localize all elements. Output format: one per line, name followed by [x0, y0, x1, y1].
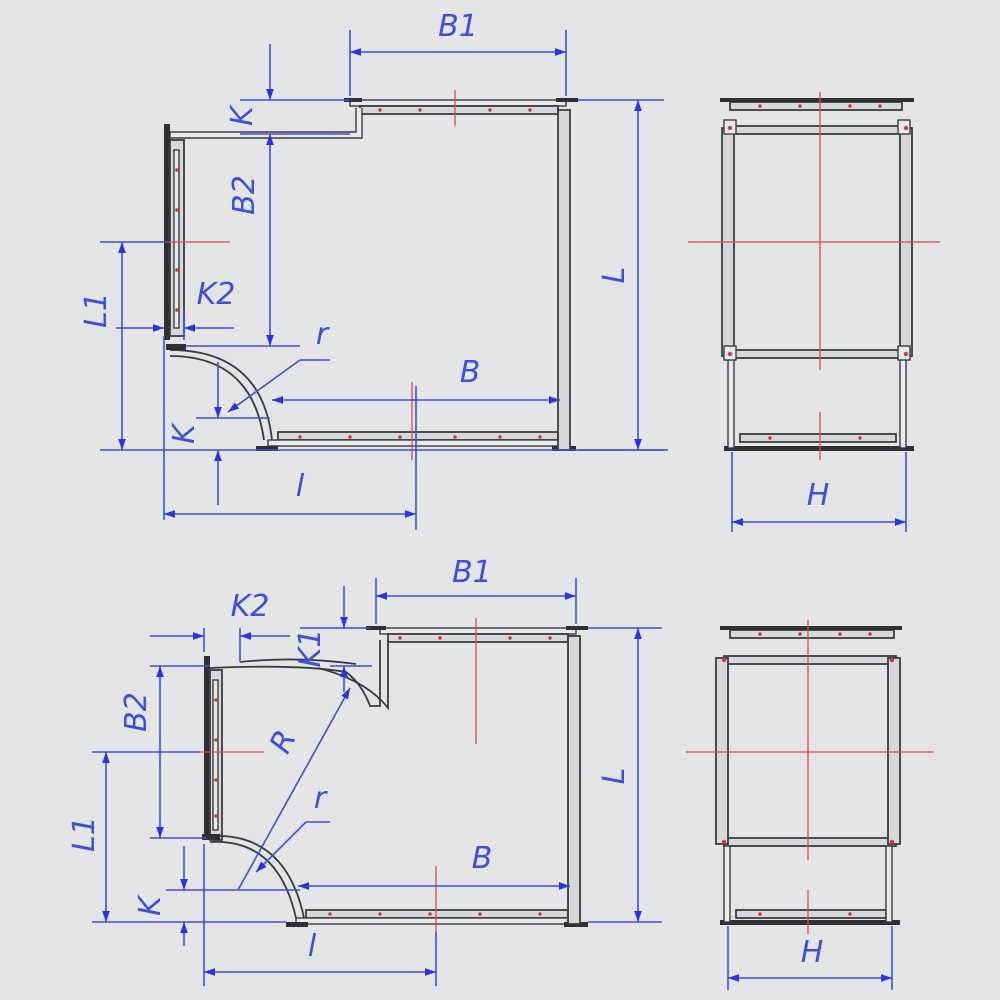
inner-bend-lower — [209, 835, 305, 919]
bottom-dimensions: B1 L K1 K2 B2 L1 R r B K l — [67, 555, 662, 986]
bottom-panel-b-lower — [286, 909, 588, 927]
label-l-lower-top: l — [296, 469, 305, 504]
bolt-dots-bottom — [214, 636, 552, 916]
right-side-l-lower — [567, 635, 581, 925]
top-front-dimensions: H — [731, 452, 907, 532]
top-dimensions: B1 L K B2 L1 K2 r B K l — [79, 9, 668, 530]
bottom-front-view — [686, 620, 934, 934]
left-panel-b2-lower — [204, 656, 223, 841]
label-l1-top: L1 — [79, 292, 114, 328]
label-b-bottom: B — [472, 841, 493, 876]
label-k2-top: K2 — [197, 277, 236, 312]
label-r-small-bottom: r — [314, 781, 328, 816]
left-panel-b2 — [164, 124, 185, 340]
label-k-top-lower: K — [167, 422, 202, 444]
label-b1-top: B1 — [438, 9, 478, 44]
label-k1-bottom: K1 — [293, 629, 328, 668]
label-h-bottom: H — [801, 935, 824, 970]
label-k-top-upper: K — [225, 104, 260, 126]
top-front-view — [688, 92, 940, 460]
label-b2-top: B2 — [227, 175, 262, 215]
label-b-top: B — [460, 355, 481, 390]
inner-bend — [169, 349, 273, 441]
inner-bend-2 — [169, 355, 265, 441]
top-side-view — [160, 90, 578, 460]
label-r-top: r — [316, 317, 330, 352]
bottom-side-view — [196, 618, 588, 938]
label-l-bottom: L — [597, 768, 632, 785]
label-b2-bottom: B2 — [119, 692, 154, 732]
label-b1-bottom: B1 — [452, 555, 492, 590]
label-l1-bottom: L1 — [67, 816, 102, 852]
bolt-dots-top — [175, 108, 542, 439]
label-r-big-bottom: R — [263, 725, 304, 759]
bottom-front-dimensions: H — [727, 926, 893, 990]
label-l-lower-bottom: l — [308, 929, 317, 964]
label-l-top: L — [597, 267, 632, 284]
label-k2-bottom: K2 — [231, 589, 270, 624]
label-h-top: H — [807, 478, 830, 513]
right-side-l — [557, 109, 571, 451]
label-k-bottom: K — [133, 894, 168, 916]
top-flange-b1 — [344, 98, 578, 115]
